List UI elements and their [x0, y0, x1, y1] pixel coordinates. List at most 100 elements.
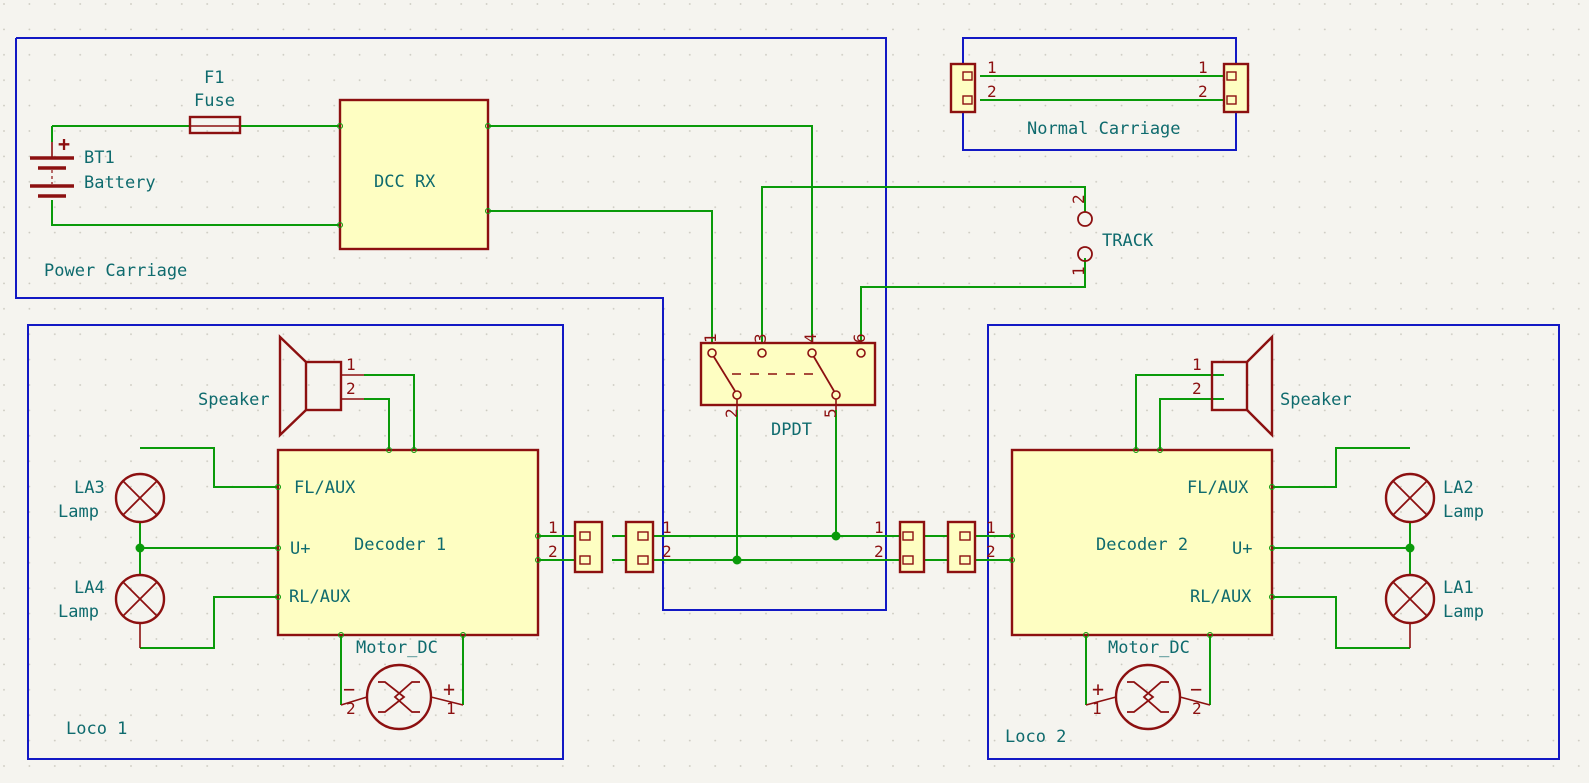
pin-1: 1	[874, 518, 884, 537]
junctions	[135, 531, 1415, 565]
decoder-2[interactable]: FL/AUX U+ RL/AUX Decoder 2	[1010, 448, 1274, 637]
speaker-loco2[interactable]: 1 2 Speaker	[1192, 334, 1352, 438]
fuse-f1[interactable]: F1 Fuse	[188, 68, 242, 135]
pin-1: 1	[987, 58, 997, 77]
decoder-u-pin: U+	[1232, 539, 1252, 559]
lamp-la4[interactable]: LA4 Lamp	[58, 573, 166, 648]
wire-spk1-1	[364, 374, 415, 450]
normal-carriage-connector-left[interactable]: 1 2	[949, 58, 997, 114]
pin-2: 2	[1198, 82, 1208, 101]
fuse-ref: F1	[204, 68, 224, 88]
power-carriage-label: Power Carriage	[44, 261, 187, 281]
battery-plus-sign: +	[58, 132, 70, 156]
wire-la3-fl	[140, 447, 278, 488]
wire-dcc-dpdt1	[488, 210, 713, 350]
pin-1: 1	[548, 518, 558, 537]
dcc-receiver[interactable]: DCC RX	[337, 98, 491, 251]
pin-2: 2	[874, 542, 884, 561]
decoder2-input-connector[interactable]: 1 2	[946, 518, 996, 574]
power-carriage-connector-right[interactable]: 1 2	[874, 518, 926, 574]
pin-2: 2	[548, 542, 558, 561]
loco1-block: Loco 1	[27, 324, 564, 760]
loco2-label: Loco 2	[1005, 727, 1066, 747]
speaker-label: Speaker	[1280, 390, 1352, 410]
wire-la2-fl	[1272, 447, 1410, 488]
pin-2: 2	[346, 699, 356, 718]
pin-1: 1	[446, 699, 456, 718]
dpdt-pin-4: 4	[801, 333, 820, 343]
motor-minus-sign: −	[343, 677, 355, 701]
lamp-la2[interactable]: LA2 Lamp	[1384, 472, 1484, 524]
normal-carriage-connector-right[interactable]: 1 2	[1198, 58, 1250, 114]
pin-2: 2	[662, 542, 672, 561]
lamp-value: Lamp	[58, 502, 99, 522]
pin-1: 1	[662, 518, 672, 537]
speaker-label: Speaker	[198, 390, 270, 410]
dpdt-pin-2: 2	[722, 408, 741, 418]
wire-spk1-2	[364, 398, 390, 450]
wire-dpdt3-track2	[761, 186, 1086, 350]
dpdt-switch[interactable]: 1 3 4 6 2 5 DPDT	[699, 333, 877, 440]
lamp-ref: LA3	[74, 478, 105, 498]
motor-label: Motor_DC	[356, 638, 438, 658]
decoder-1[interactable]: FL/AUX U+ RL/AUX Decoder 1	[276, 448, 540, 637]
decoder1-output-connector[interactable]: 1 2	[548, 518, 604, 574]
lamp-ref: LA1	[1443, 578, 1474, 598]
pin-2: 2	[1192, 699, 1202, 718]
wire-spk2-1	[1135, 374, 1224, 450]
dpdt-pin-6: 6	[850, 333, 869, 343]
normal-carriage-label: Normal Carriage	[1027, 119, 1181, 139]
battery-bt1[interactable]: + BT1 Battery	[30, 132, 156, 198]
fuse-value: Fuse	[194, 91, 235, 111]
dpdt-pin-3: 3	[751, 333, 770, 343]
decoder-label: Decoder 1	[354, 535, 446, 555]
motor-plus-sign: +	[443, 677, 455, 701]
junction-dot	[1405, 543, 1415, 553]
pin-2: 2	[987, 82, 997, 101]
motor-minus-sign: −	[1190, 677, 1202, 701]
lamp-la1[interactable]: LA1 Lamp	[1384, 573, 1484, 648]
motor-plus-sign: +	[1092, 677, 1104, 701]
pin-1: 1	[1198, 58, 1208, 77]
pin-2: 2	[1192, 379, 1202, 398]
wire-la4-rl	[140, 596, 278, 649]
speaker-loco1[interactable]: 1 2 Speaker	[198, 334, 364, 438]
pin-markers	[275, 447, 1275, 638]
pin-2: 2	[346, 379, 356, 398]
battery-value: Battery	[84, 173, 156, 193]
pin-1: 1	[986, 518, 996, 537]
motor-loco2[interactable]: + − 1 2 Motor_DC	[1085, 638, 1211, 731]
dcc-label: DCC RX	[374, 172, 436, 192]
junction-dot	[732, 555, 742, 565]
power-carriage-block: Power Carriage	[15, 37, 887, 611]
loco2-block: Loco 2	[987, 324, 1560, 760]
wires	[51, 75, 1411, 705]
decoder-rl-pin: RL/AUX	[289, 587, 351, 607]
motor-loco1[interactable]: − + 2 1 Motor_DC	[340, 638, 464, 731]
decoder-fl-pin: FL/AUX	[1187, 478, 1249, 498]
power-carriage-connector-left[interactable]: 1 2	[624, 518, 672, 574]
dpdt-pin-1: 1	[701, 333, 720, 343]
track-connector[interactable]: 2 1 TRACK	[1069, 194, 1154, 276]
lamp-ref: LA2	[1443, 478, 1474, 498]
decoder-u-pin: U+	[290, 539, 310, 559]
wire-battery-dcc	[51, 200, 340, 226]
junction-dot	[135, 543, 145, 553]
pin-1: 1	[346, 355, 356, 374]
lamp-ref: LA4	[74, 578, 105, 598]
decoder-rl-pin: RL/AUX	[1190, 587, 1252, 607]
track-label: TRACK	[1102, 231, 1154, 251]
track-pin-1: 1	[1069, 266, 1088, 276]
track-pin-2: 2	[1069, 194, 1088, 204]
pin-1: 1	[1092, 699, 1102, 718]
lamp-value: Lamp	[58, 602, 99, 622]
wire-la1-rl	[1272, 596, 1410, 649]
pin-2: 2	[986, 542, 996, 561]
loco1-label: Loco 1	[66, 719, 127, 739]
lamp-la3[interactable]: LA3 Lamp	[58, 472, 166, 524]
decoder-fl-pin: FL/AUX	[294, 478, 356, 498]
lamp-value: Lamp	[1443, 502, 1484, 522]
pin-1: 1	[1192, 355, 1202, 374]
dpdt-label: DPDT	[771, 420, 812, 440]
